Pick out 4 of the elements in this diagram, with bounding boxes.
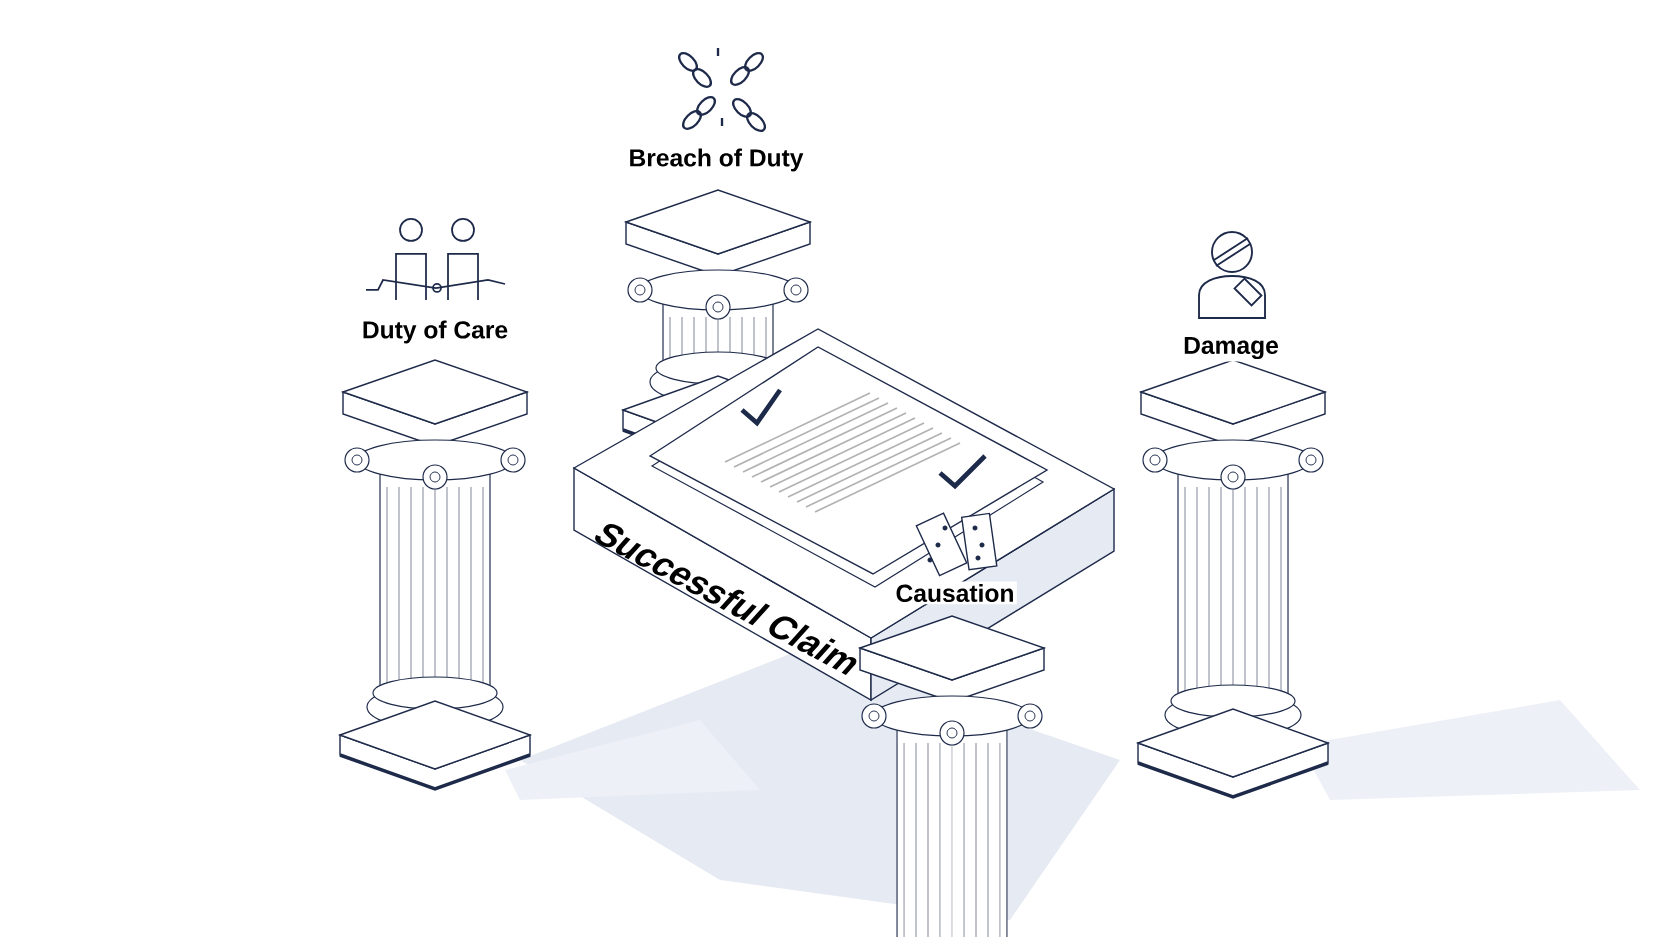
column-label: Causation — [893, 581, 1017, 605]
column-label: Breach of Duty — [626, 146, 806, 174]
column-label: Duty of Care — [359, 318, 511, 346]
column-label: Damage — [1180, 334, 1282, 362]
